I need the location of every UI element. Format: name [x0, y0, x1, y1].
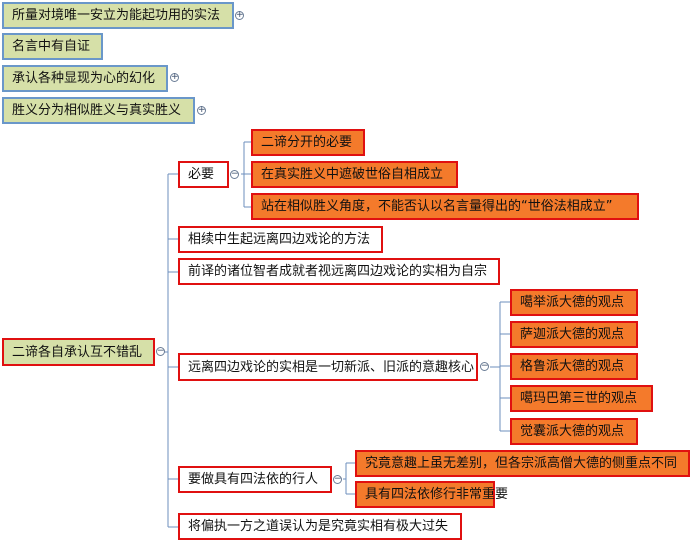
branch-label: 必要	[188, 167, 215, 182]
topic-self-awareness[interactable]: 名言中有自证	[2, 33, 103, 60]
branch-method[interactable]: 相续中生起远离四边戏论的方法	[178, 226, 383, 253]
branch-label: 远离四边戏论的实相是一切新派、旧派的意趣核心	[188, 359, 475, 375]
branch-core-intent[interactable]: 远离四边戏论的实相是一切新派、旧派的意趣核心	[178, 353, 478, 381]
branch-great-fault[interactable]: 将偏执一方之道误认为是究竟实相有极大过失	[178, 513, 462, 540]
topic-mind-projection[interactable]: 承认各种显现为心的幻化	[2, 65, 168, 92]
expand-icon[interactable]: +	[197, 105, 206, 115]
connector-necessity	[241, 141, 251, 208]
root-topic[interactable]: 二谛各自承认互不错乱	[2, 338, 155, 366]
leaf-label: 站在相似胜义角度，不能否认以名言量得出的“世俗法相成立”	[261, 199, 613, 214]
leaf-kagyu[interactable]: 噶举派大德的观点	[510, 289, 638, 316]
expand-icon[interactable]: +	[235, 10, 244, 20]
leaf-karmapa-3[interactable]: 噶玛巴第三世的观点	[510, 385, 653, 412]
topic-ultimate-division[interactable]: 胜义分为相似胜义与真实胜义	[2, 97, 195, 124]
leaf-label: 格鲁派大德的观点	[520, 359, 625, 374]
leaf-label: 二谛分开的必要	[261, 135, 353, 150]
branch-necessity[interactable]: 必要	[178, 161, 229, 188]
leaf-gelug[interactable]: 格鲁派大德的观点	[510, 353, 638, 380]
branch-label: 要做具有四法依的行人	[188, 472, 319, 487]
expand-icon[interactable]: +	[170, 72, 179, 82]
leaf-label: 萨迦派大德的观点	[520, 327, 625, 342]
connector-four-reliances	[343, 462, 355, 495]
leaf-necessity-1[interactable]: 二谛分开的必要	[251, 129, 365, 156]
branch-label: 前译的诸位智者成就者视远离四边戏论的实相为自宗	[188, 264, 488, 279]
collapse-icon[interactable]: −	[480, 361, 489, 371]
topic-label: 名言中有自证	[12, 39, 91, 54]
leaf-label: 究竟意趣上虽无差别，但各宗派高僧大德的侧重点不同	[365, 456, 678, 471]
leaf-label: 在真实胜义中遮破世俗自相成立	[261, 167, 444, 182]
leaf-label: 噶举派大德的观点	[520, 295, 625, 310]
leaf-ultimate-intent[interactable]: 究竟意趣上虽无差别，但各宗派高僧大德的侧重点不同	[355, 450, 690, 477]
connector-core	[490, 301, 510, 432]
topic-real-entities[interactable]: 所量对境唯一安立为能起功用的实法	[2, 2, 234, 29]
collapse-icon[interactable]: −	[333, 474, 342, 484]
leaf-label: 噶玛巴第三世的观点	[520, 391, 638, 406]
leaf-label: 具有四法依修行非常重要	[365, 487, 509, 502]
leaf-necessity-2[interactable]: 在真实胜义中遮破世俗自相成立	[251, 161, 458, 188]
collapse-icon[interactable]: −	[156, 346, 165, 356]
collapse-icon[interactable]: −	[230, 169, 239, 179]
topic-label: 承认各种显现为心的幻化	[12, 71, 156, 86]
leaf-label: 觉囊派大德的观点	[520, 424, 625, 439]
branch-label: 将偏执一方之道误认为是究竟实相有极大过失	[188, 519, 449, 534]
leaf-necessity-3[interactable]: 站在相似胜义角度，不能否认以名言量得出的“世俗法相成立”	[251, 193, 639, 220]
leaf-four-reliances-practice[interactable]: 具有四法依修行非常重要	[355, 481, 508, 508]
leaf-sakya[interactable]: 萨迦派大德的观点	[510, 321, 638, 348]
leaf-jonang[interactable]: 觉囊派大德的观点	[510, 418, 638, 445]
topic-label: 胜义分为相似胜义与真实胜义	[12, 103, 182, 118]
branch-early-translation[interactable]: 前译的诸位智者成就者视远离四边戏论的实相为自宗	[178, 258, 500, 285]
branch-four-reliances[interactable]: 要做具有四法依的行人	[178, 466, 332, 493]
branch-label: 相续中生起远离四边戏论的方法	[188, 232, 371, 247]
topic-label: 所量对境唯一安立为能起功用的实法	[12, 8, 221, 23]
root-label: 二谛各自承认互不错乱	[12, 344, 143, 360]
